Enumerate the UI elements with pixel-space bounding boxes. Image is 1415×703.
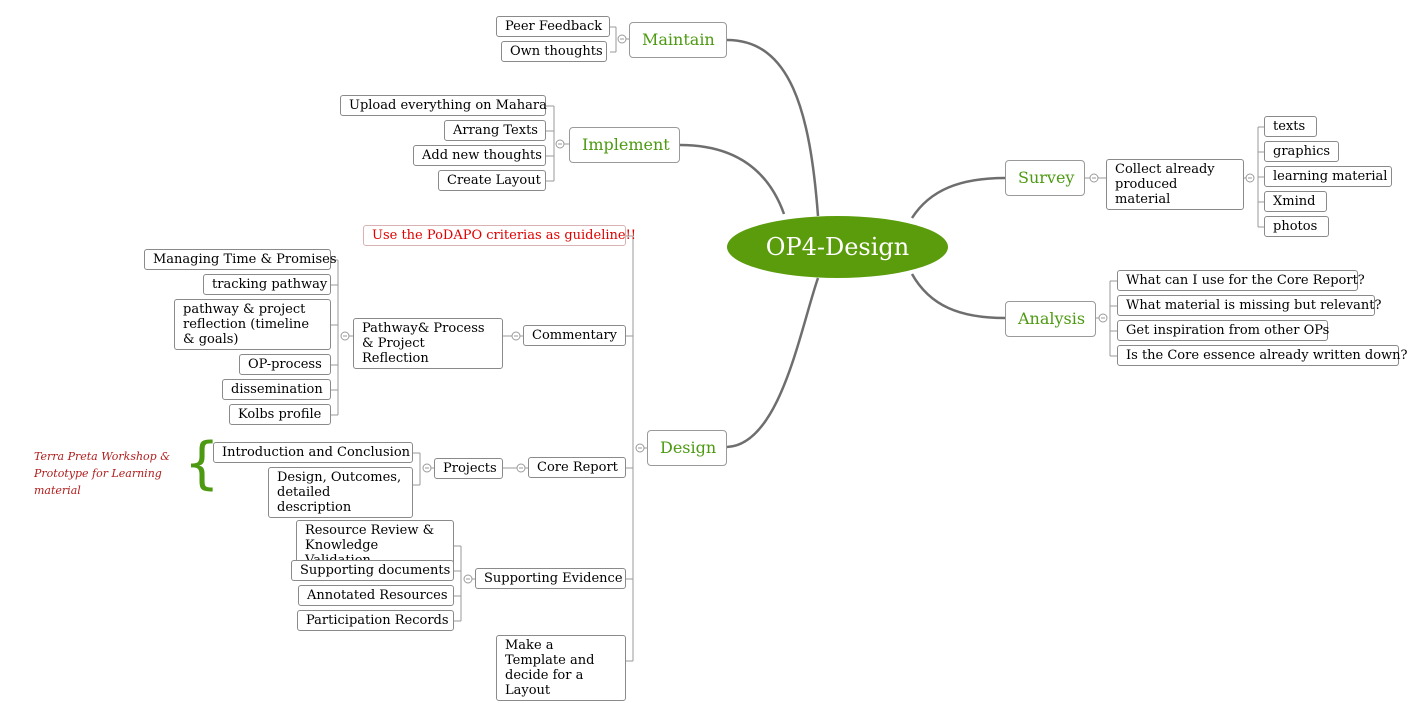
subtopic-upload-mahara[interactable]: Upload everything on Mahara [340,95,547,116]
subtopic-projects[interactable]: Projects [434,458,503,479]
item-managing-time[interactable]: Managing Time & Promises [144,249,337,270]
topic-implement[interactable]: Implement [569,127,680,163]
subtopic-core-report[interactable]: Core Report [528,457,626,478]
item-learning-material[interactable]: learning material [1264,166,1392,187]
topic-maintain[interactable]: Maintain [629,22,727,58]
item-core-report-question[interactable]: What can I use for the Core Report? [1117,270,1365,291]
subtopic-peer-feedback[interactable]: Peer Feedback [496,16,610,37]
curve-implement [679,143,786,215]
subtopic-create-layout[interactable]: Create Layout [438,170,546,191]
curve-design [726,277,820,449]
item-op-process[interactable]: OP-process [239,354,331,375]
main-branch-curves [679,38,1006,449]
curve-survey [910,176,1006,219]
item-design-outcomes[interactable]: Design, Outcomes, detailed description [268,467,413,518]
item-photos[interactable]: photos [1264,216,1329,237]
subtopic-collect-material[interactable]: Collect already produced material [1106,159,1244,210]
item-graphics[interactable]: graphics [1264,141,1339,162]
item-intro-conclusion[interactable]: Introduction and Conclusion [213,442,413,463]
curve-analysis [910,273,1006,320]
item-annotated-resources[interactable]: Annotated Resources [298,585,454,606]
item-texts[interactable]: texts [1264,116,1317,137]
item-supporting-documents[interactable]: Supporting documents [291,560,454,581]
curve-maintain [726,38,820,217]
subtopic-pathway-process[interactable]: Pathway& Process & Project Reflection [353,318,503,369]
item-kolbs-profile[interactable]: Kolbs profile [229,404,331,425]
item-pathway-reflection[interactable]: pathway & project reflection (timeline &… [174,299,331,350]
item-xmind[interactable]: Xmind [1264,191,1327,212]
annotation-note: Terra Preta Workshop & Prototype for Lea… [34,450,170,497]
item-dissemination[interactable]: dissemination [222,379,331,400]
subtopic-add-new-thoughts[interactable]: Add new thoughts [413,145,546,166]
item-participation-records[interactable]: Participation Records [297,610,454,631]
central-topic[interactable]: OP4-Design [727,216,948,278]
subtopic-make-template[interactable]: Make a Template and decide for a Layout [496,635,626,701]
subtopic-supporting-evidence[interactable]: Supporting Evidence [475,568,626,589]
topic-analysis[interactable]: Analysis [1005,301,1096,337]
bracket-supporting [454,545,475,622]
subtopic-arrang-texts[interactable]: Arrang Texts [444,120,546,141]
item-core-essence[interactable]: Is the Core essence already written down… [1117,345,1408,366]
toggle-minus-signs [343,38,1252,580]
curly-brace-icon: { [184,431,220,496]
item-tracking-pathway[interactable]: tracking pathway [203,274,331,295]
subtopic-own-thoughts[interactable]: Own thoughts [501,41,607,62]
item-inspiration[interactable]: Get inspiration from other OPs [1117,320,1329,341]
topic-design[interactable]: Design [647,430,727,466]
subtopic-commentary[interactable]: Commentary [523,325,626,346]
subtopic-guideline[interactable]: Use the PoDAPO criterias as guideline!! [363,225,636,246]
topic-survey[interactable]: Survey [1005,160,1085,196]
item-missing-material[interactable]: What material is missing but relevant? [1117,295,1382,316]
